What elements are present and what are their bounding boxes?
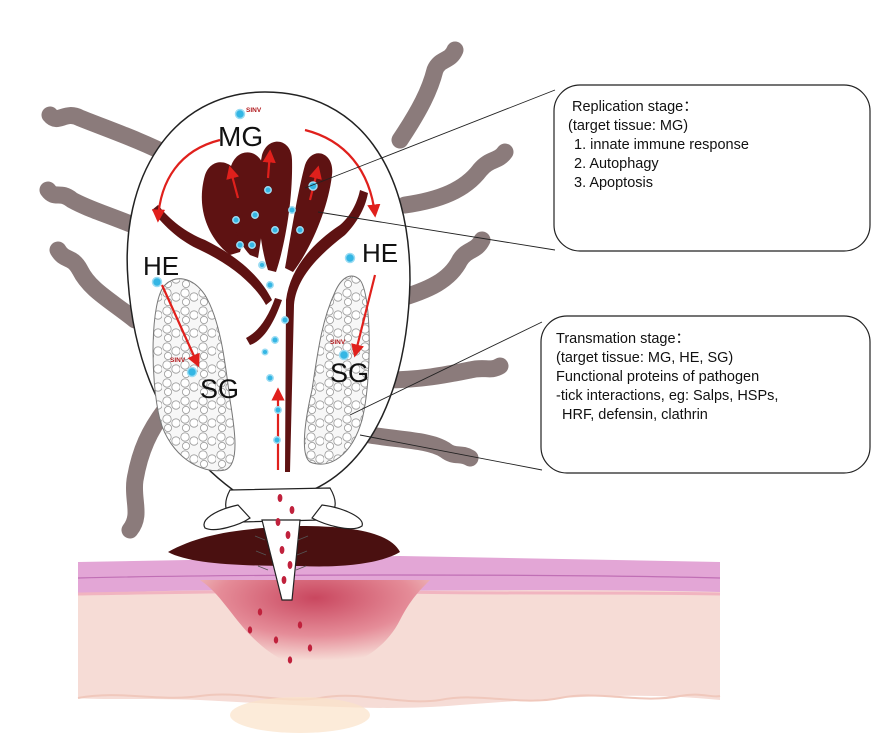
- replication-target: (target tissue: MG): [568, 118, 689, 134]
- leg-right-4: [376, 357, 509, 389]
- arrow-he-to-sg-right: [351, 274, 377, 358]
- transmission-title: Transmation stage：: [556, 331, 691, 347]
- hypostome: [261, 519, 301, 601]
- wound: [200, 580, 430, 670]
- leg-left-3: [49, 241, 144, 329]
- hypostome-barbs: [254, 535, 309, 571]
- virus-dissemination-arrows: [151, 128, 381, 470]
- tick-legs: [39, 41, 514, 539]
- transmission-text: Transmation stage： (target tissue: MG, H…: [556, 330, 778, 425]
- arrow-lobe-2: [262, 149, 276, 179]
- arrow-lobe-1: [226, 165, 240, 199]
- callout-transmission: [349, 315, 871, 474]
- arrow-he-to-sg-left: [160, 284, 200, 368]
- replication-text: Replication stage： (target tissue: MG) 1…: [568, 98, 749, 193]
- dermis-bottom-edge: [77, 693, 721, 703]
- leg-right-3: [386, 231, 491, 309]
- skin-surface-line: [77, 574, 721, 579]
- transmission-line: Functional proteins of pathogen: [556, 369, 760, 385]
- label-he-right: HE: [362, 238, 398, 268]
- palp-left: [203, 504, 251, 531]
- arrow-mg-to-right: [304, 128, 381, 218]
- midgut-duct: [246, 298, 282, 345]
- transmission-box: [540, 315, 871, 474]
- host-skin: [77, 526, 721, 733]
- replication-item: 2. Autophagy: [574, 156, 659, 172]
- arrow-mg-to-left: [151, 138, 221, 223]
- replication-item: 1. innate immune response: [574, 137, 749, 153]
- transmission-target: (target tissue: MG, HE, SG): [556, 350, 734, 366]
- blood-droplets: [247, 494, 313, 664]
- leader-transmission-upper: [349, 321, 543, 416]
- callout-replication: [304, 84, 871, 252]
- label-he-left: HE: [143, 251, 179, 281]
- midgut-diverticulum-3: [285, 153, 333, 272]
- capitulum: [203, 487, 363, 664]
- midgut-diverticulum-2: [258, 141, 293, 272]
- replication-item: 3. Apoptosis: [574, 175, 653, 191]
- leg-right-2: [396, 143, 514, 214]
- transmission-line: -tick interactions, eg: Salps, HSPs,: [556, 388, 779, 404]
- midgut-left-branch: [152, 205, 272, 305]
- palp-right: [311, 504, 363, 530]
- replication-box: [553, 84, 871, 252]
- leg-left-1: [41, 106, 184, 167]
- wound-glow: [230, 697, 370, 733]
- leg-left-2: [39, 181, 154, 239]
- leg-right-1: [391, 41, 464, 149]
- leader-transmission-lower: [359, 434, 543, 471]
- midgut-trunk: [270, 190, 368, 472]
- leg-right-5: [361, 426, 479, 467]
- virus-particles: [151, 108, 356, 444]
- label-mg: MG: [218, 121, 263, 152]
- label-sinv-left: SINV: [170, 357, 186, 364]
- leader-replication-upper: [304, 89, 556, 189]
- leg-left-4: [121, 401, 174, 539]
- transmission-line: HRF, defensin, clathrin: [562, 407, 708, 423]
- replication-title: Replication stage：: [572, 99, 698, 115]
- salivary-gland-right: [303, 275, 370, 465]
- label-sg-right: SG: [330, 358, 369, 388]
- leader-replication-lower: [317, 211, 556, 251]
- label-sg-left: SG: [200, 374, 239, 404]
- label-sinv-top: SINV: [246, 107, 262, 114]
- midgut: [152, 141, 368, 472]
- label-sinv-right: SINV: [330, 339, 346, 346]
